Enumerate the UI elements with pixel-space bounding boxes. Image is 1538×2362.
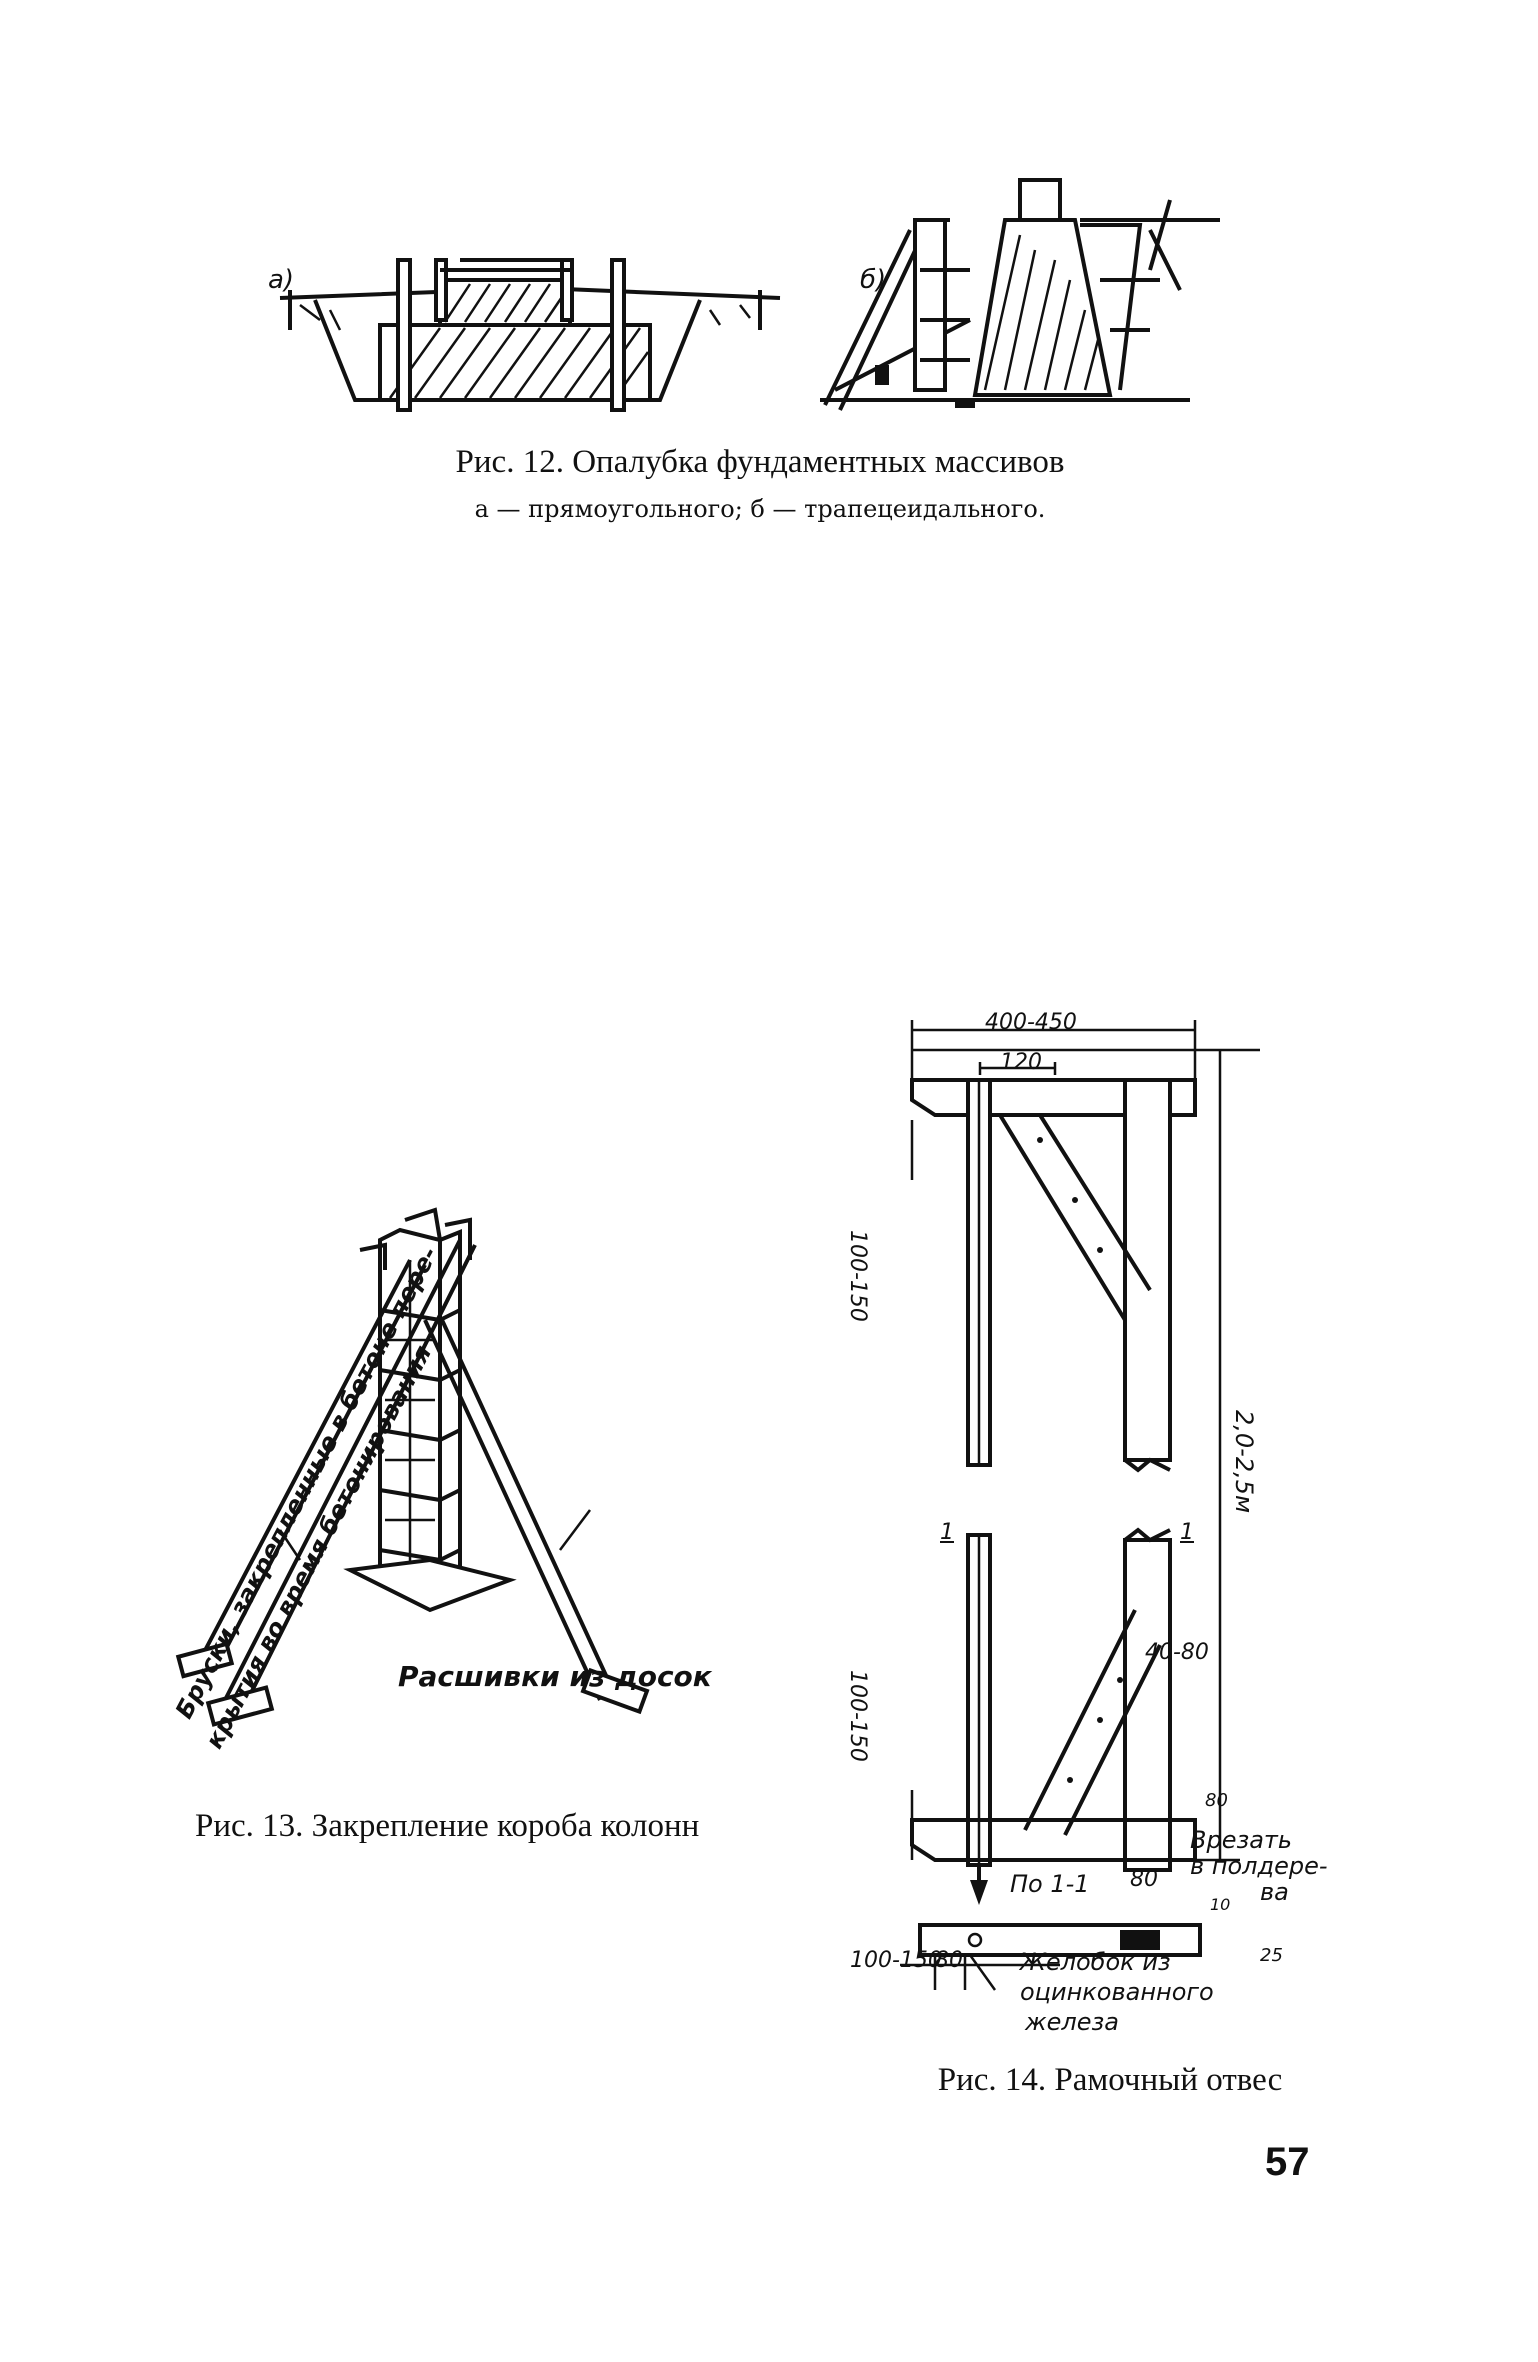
figure-13-drawing — [175, 1207, 650, 1727]
dim-offset-bottom: 100-150 — [845, 1670, 870, 1762]
section-mark-right: 1 — [1180, 1520, 1194, 1545]
dim-bottom-left: 100-150 — [850, 1948, 942, 1973]
dim-width-top: 120 — [1000, 1050, 1042, 1075]
dim-bottom-mid: 80 — [935, 1948, 963, 1973]
figure-14-caption: Рис. 14. Рамочный отвес — [937, 2062, 1283, 2098]
note-cut-line2: в полдере- — [1190, 1852, 1328, 1880]
figure-13: Бруски, закрепленные в бетоне пере- крыт… — [170, 1140, 870, 1870]
section-title: По 1-1 — [1010, 1870, 1090, 1898]
section-mark-left: 1 — [940, 1520, 954, 1545]
dim-notch-depth: 10 — [1210, 1895, 1231, 1914]
figure-13-braces-label: Расшивки из досок — [398, 1660, 712, 1693]
figure-14-drawing — [900, 1020, 1260, 1991]
figure-12a-label: а) — [268, 265, 295, 295]
figure-12b-label: б) — [860, 265, 887, 295]
note-cut-line1: Врезать — [1190, 1826, 1293, 1854]
figure-12: а) б) Рис. 12. Опалубка фундаментных мас… — [240, 160, 1280, 530]
figure-14: 400-450 120 100-150 2,0-2,5м 1 1 40-80 1… — [845, 1000, 1328, 2130]
dim-width-total: 400-450 — [985, 1010, 1077, 1035]
figure-12-drawing — [279, 178, 1220, 412]
figure-12b-drawing — [820, 178, 1220, 411]
note-groove-line3: железа — [1025, 2008, 1119, 2036]
note-groove-line2: оцинкованного — [1020, 1978, 1214, 2006]
note-cut-line3: ва — [1260, 1878, 1289, 1906]
note-groove-line1: Желобок из — [1020, 1948, 1171, 1976]
figure-12-subcaption: а — прямоугольного; б — трапецеидального… — [474, 495, 1046, 523]
figure-13-caption: Рис. 13. Закрепление короба колонн — [195, 1808, 700, 1844]
figure-12-caption: Рис. 12. Опалубка фундаментных массивов — [455, 444, 1065, 480]
dim-height-total: 2,0-2,5м — [1230, 1410, 1258, 1514]
figure-12a-drawing — [279, 258, 781, 412]
dim-notch-w: 80 — [1130, 1867, 1158, 1892]
dim-groove-depth: 25 — [1260, 1945, 1283, 1966]
dim-brace: 40-80 — [1145, 1640, 1209, 1665]
page-number: 57 — [1265, 2140, 1310, 2184]
dim-notch-h: 80 — [1205, 1790, 1228, 1811]
dim-offset-top: 100-150 — [845, 1230, 870, 1322]
